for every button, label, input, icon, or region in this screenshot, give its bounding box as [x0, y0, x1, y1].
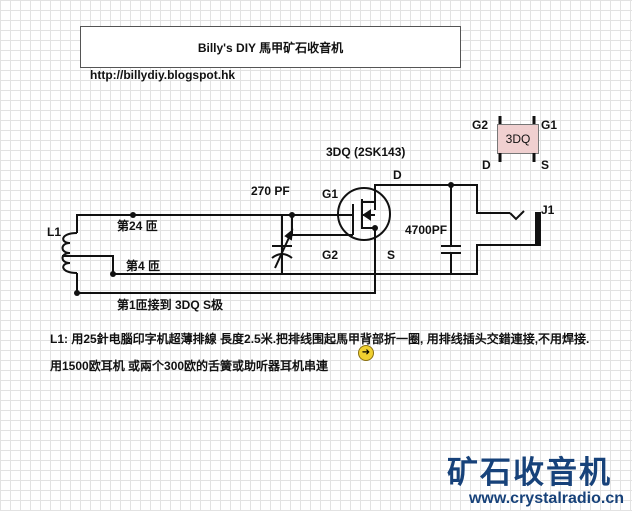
package-diagram: 3DQ	[497, 124, 539, 154]
logo-text: 矿石收音机	[447, 455, 612, 490]
wires	[62, 184, 539, 294]
tap4-label: 第4 匝	[126, 259, 161, 273]
g2-label: G2	[322, 248, 339, 262]
coil-l1	[61, 232, 78, 274]
note-line-1: L1: 用25針电腦印字机超薄排線 長度2.5米.把排线围起馬甲背部折一圈, 用…	[50, 332, 590, 346]
jack-label: J1	[541, 203, 555, 217]
package-pins	[498, 116, 536, 162]
note-line-2: 用1500欧耳机 或兩个300欧的舌簧或助听器耳机串連	[50, 359, 329, 373]
mosfet-3dq	[337, 187, 391, 241]
title-box: Billy's DIY 馬甲矿石收音机	[80, 26, 461, 68]
coil-label: L1	[47, 225, 62, 239]
g1-label: G1	[322, 187, 339, 201]
variable-capacitor	[271, 228, 294, 269]
tap24-label: 第24 匝	[117, 219, 158, 233]
pkg-pin-s: S	[541, 158, 550, 172]
d-label: D	[393, 168, 402, 182]
s-label: S	[387, 248, 396, 262]
pkg-pin-g1: G1	[541, 118, 558, 132]
transistor-label: 3DQ (2SK143)	[326, 145, 406, 159]
blog-url[interactable]: http://billydiy.blogspot.hk	[90, 68, 236, 82]
jack-j1	[509, 210, 541, 246]
arrow-right-icon[interactable]: ➜	[358, 345, 374, 361]
tap1-label: 第1匝接到 3DQ S极	[117, 298, 224, 312]
pkg-pin-d: D	[482, 158, 491, 172]
package-label: 3DQ	[505, 132, 531, 146]
cap-fixed-label: 4700PF	[405, 223, 448, 237]
logo-site: www.crystalradio.cn	[468, 490, 624, 507]
capacitor-4700pf	[441, 245, 461, 254]
junction-dots	[74, 182, 454, 296]
pkg-pin-g2: G2	[472, 118, 489, 132]
cap-var-label: 270 PF	[251, 184, 290, 198]
title: Billy's DIY 馬甲矿石收音机	[197, 40, 344, 55]
